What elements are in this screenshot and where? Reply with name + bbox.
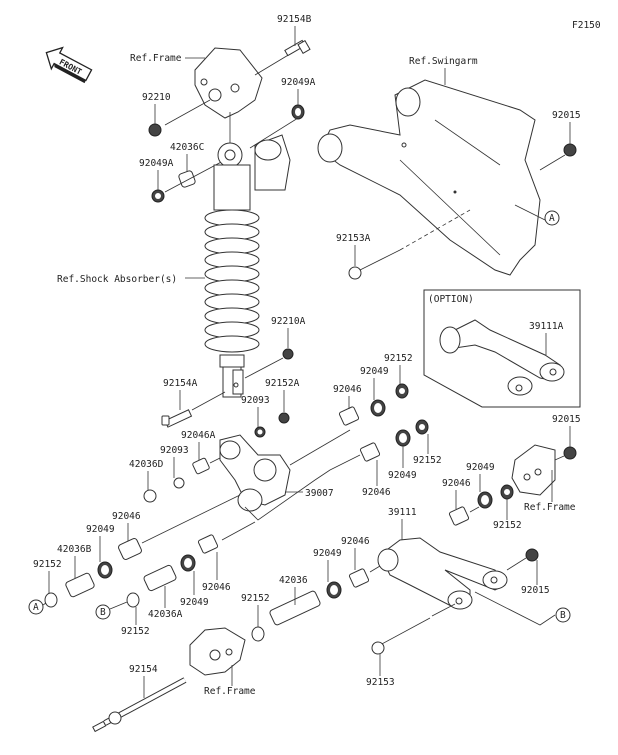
label-92152-r2: 92152 xyxy=(413,455,442,466)
bearing-92046-r1 xyxy=(338,406,360,426)
label-92154B: 92154B xyxy=(277,14,312,25)
label-92152-r3: 92152 xyxy=(493,520,522,531)
nut-92015-bottom xyxy=(525,548,539,562)
frame-bracket-top xyxy=(194,47,263,119)
label-42036C: 42036C xyxy=(170,142,204,153)
label-92046-l1: 92046 xyxy=(112,511,141,522)
bearing-92046-r3 xyxy=(448,506,470,526)
collar-42036D xyxy=(143,489,157,503)
swingarm xyxy=(317,79,541,276)
washer-92152A xyxy=(278,412,290,424)
bearing-92046-l2 xyxy=(197,534,219,554)
label-ref-frame-right: Ref.Frame xyxy=(524,502,576,513)
frame-bracket-right xyxy=(511,444,556,496)
nut-92210 xyxy=(148,123,162,137)
label-92015-top: 92015 xyxy=(552,110,581,121)
label-92049-l2: 92049 xyxy=(180,597,209,608)
callout-A-left xyxy=(28,599,44,615)
label-92049A-left: 92049A xyxy=(139,158,174,169)
callout-B-left xyxy=(95,604,111,620)
label-92153: 92153 xyxy=(366,677,395,688)
option-box xyxy=(423,289,581,408)
option-label: (OPTION) xyxy=(428,294,474,305)
collar-42036B xyxy=(65,572,95,598)
label-42036B: 42036B xyxy=(57,544,92,555)
callout-B-left-label: B xyxy=(100,607,106,618)
label-39111: 39111 xyxy=(388,507,417,518)
bearing-92046-l1 xyxy=(118,538,142,560)
nut-92210A xyxy=(282,348,294,360)
label-42036D: 42036D xyxy=(129,459,164,470)
label-92152A: 92152A xyxy=(265,378,300,389)
label-92210: 92210 xyxy=(142,92,171,103)
nut-92015-top xyxy=(563,143,577,157)
washer-92152-l2 xyxy=(126,592,140,608)
label-92046A: 92046A xyxy=(181,430,216,441)
washer-92152-l1 xyxy=(44,592,58,608)
label-92049-r4: 92049 xyxy=(313,548,342,559)
frame-bracket-bottom xyxy=(189,627,246,676)
seal-92093-lower xyxy=(173,477,185,489)
bearing-92046-r4 xyxy=(348,568,370,588)
bolt-92154A xyxy=(161,409,193,428)
nut-92015-mid xyxy=(563,446,577,460)
label-92152-r1: 92152 xyxy=(384,353,413,364)
label-42036A: 42036A xyxy=(148,609,183,620)
bolt-92153 xyxy=(371,617,431,655)
tie-rod-39111A xyxy=(439,319,565,396)
label-92049-r1: 92049 xyxy=(360,366,389,377)
label-92046-r4: 92046 xyxy=(341,536,370,547)
callout-A-left-label: A xyxy=(33,602,39,613)
label-92046-r1: 92046 xyxy=(333,384,362,395)
callout-A-swingarm-label: A xyxy=(549,213,555,224)
label-ref-swingarm: Ref.Swingarm xyxy=(409,56,478,67)
label-92015-mid: 92015 xyxy=(552,414,581,425)
bearing-92046-r2 xyxy=(359,442,381,462)
label-92210A: 92210A xyxy=(271,316,306,327)
collar-42036 xyxy=(269,590,321,626)
label-92049-l1: 92049 xyxy=(86,524,115,535)
label-92093-upper: 92093 xyxy=(241,395,270,406)
label-92153A: 92153A xyxy=(336,233,371,244)
label-ref-shock-absorber: Ref.Shock Absorber(s) xyxy=(57,274,177,285)
label-92046-r3: 92046 xyxy=(442,478,471,489)
label-92154: 92154 xyxy=(129,664,158,675)
bolt-92154B xyxy=(254,39,311,76)
label-92152-l3: 92152 xyxy=(241,593,270,604)
label-42036: 42036 xyxy=(279,575,308,586)
link-39007 xyxy=(219,434,291,512)
label-92152-l2: 92152 xyxy=(121,626,150,637)
callout-A-swingarm xyxy=(544,210,560,226)
bearing-92046A xyxy=(192,457,210,475)
label-92152-l1: 92152 xyxy=(33,559,62,570)
label-92049-r3: 92049 xyxy=(466,462,495,473)
figure-id: F2150 xyxy=(572,20,601,31)
shock-absorber xyxy=(204,112,291,398)
label-ref-frame-bottom: Ref.Frame xyxy=(204,686,256,697)
front-arrow-icon: FRONT xyxy=(45,46,93,84)
label-92015-bottom: 92015 xyxy=(521,585,550,596)
label-92046-l2: 92046 xyxy=(202,582,231,593)
label-39007: 39007 xyxy=(305,488,334,499)
bolt-92154 xyxy=(92,677,187,733)
bolt-92153A xyxy=(348,249,401,280)
label-92046-r2: 92046 xyxy=(362,487,391,498)
callout-B-right xyxy=(555,607,571,623)
collar-42036A xyxy=(143,564,177,592)
label-92093-lower: 92093 xyxy=(160,445,189,456)
label-39111A: 39111A xyxy=(529,321,564,332)
collar-42036C xyxy=(178,170,196,188)
washer-92152-l3 xyxy=(251,626,265,642)
label-ref-frame-top: Ref.Frame xyxy=(130,53,182,64)
label-92154A: 92154A xyxy=(163,378,198,389)
label-92049A-right: 92049A xyxy=(281,77,316,88)
callout-B-right-label: B xyxy=(560,610,566,621)
label-92049-r2: 92049 xyxy=(388,470,417,481)
